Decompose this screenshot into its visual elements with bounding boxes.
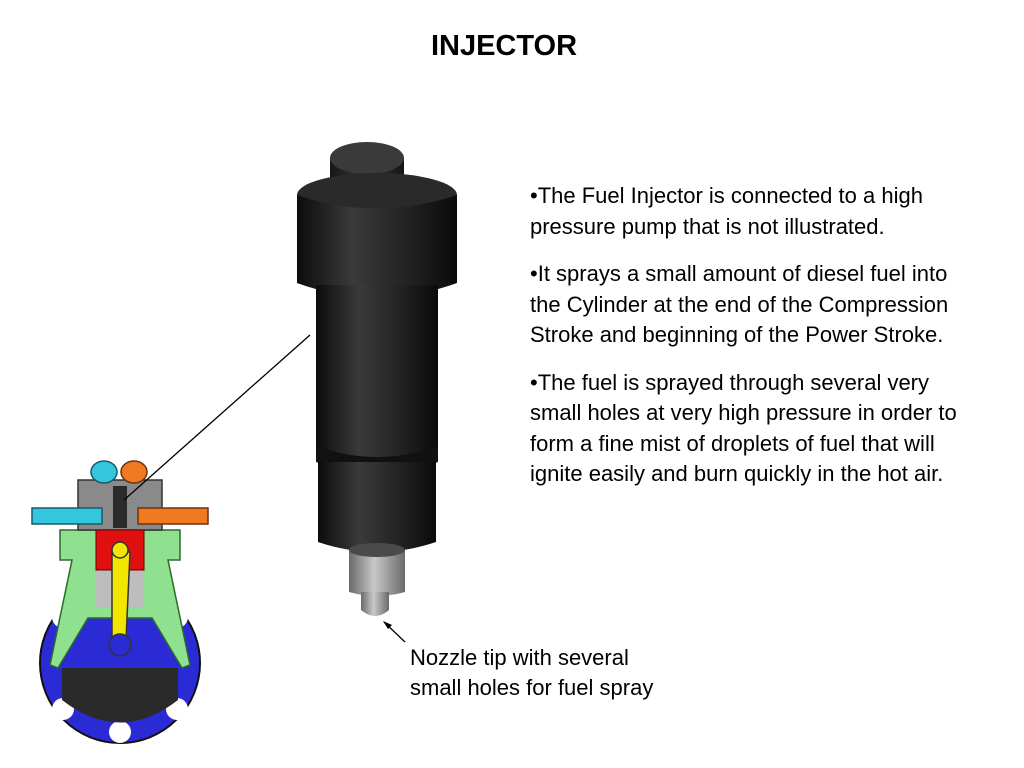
- slide-title: INJECTOR: [430, 30, 578, 62]
- fuel-injector-illustration: [297, 142, 457, 616]
- engine-cross-section-illustration: [31, 460, 209, 744]
- bullet-item: •The fuel is sprayed through several ver…: [530, 369, 957, 487]
- nozzle-pointer-arrow: [383, 621, 406, 643]
- caption-line: Nozzle tip with several: [410, 645, 629, 670]
- injector-pointer-line: [123, 334, 311, 501]
- nozzle-caption: Nozzle tip with several small holes for …: [410, 643, 730, 703]
- bullet-item: •The Fuel Injector is connected to a hig…: [530, 183, 923, 239]
- bullet-list: •The Fuel Injector is connected to a hig…: [530, 181, 960, 507]
- bullet-item: •It sprays a small amount of diesel fuel…: [530, 261, 949, 347]
- caption-line: small holes for fuel spray: [410, 675, 654, 700]
